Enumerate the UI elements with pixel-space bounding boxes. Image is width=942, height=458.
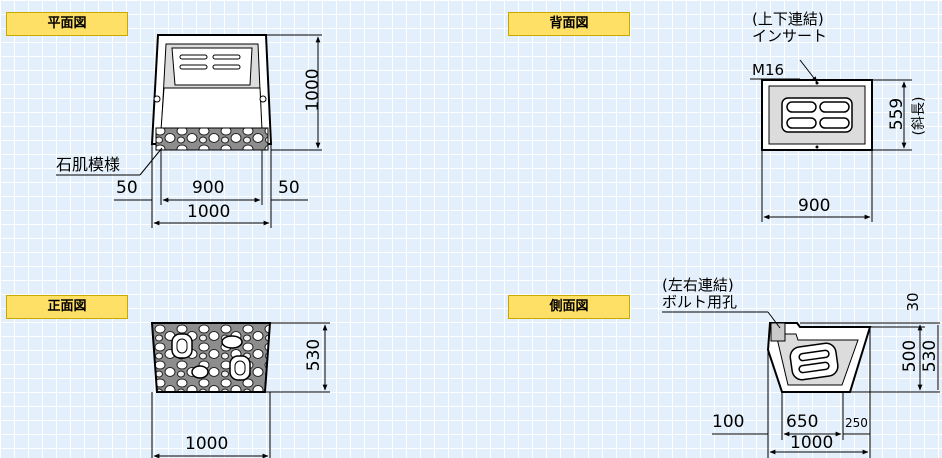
plan-view-drawing — [56, 34, 322, 228]
side-total-dim: 530 — [920, 339, 940, 373]
front-view-title: 正面図 — [6, 295, 128, 319]
side-view-title: 側面図 — [508, 295, 630, 319]
plan-texture-note: 石肌模様 — [56, 155, 121, 174]
side-top-dim: 30 — [904, 292, 922, 312]
plan-height-dim: 1000 — [303, 68, 323, 112]
plan-total-dim: 1000 — [187, 202, 231, 222]
plan-right-dim: 50 — [278, 178, 300, 198]
side-right-dim: 250 — [845, 416, 868, 430]
back-note-line2: インサート — [752, 27, 828, 45]
front-view-drawing — [150, 322, 330, 458]
side-note-line2: ボルト用孔 — [662, 293, 738, 311]
back-height-dim: 559 — [887, 97, 907, 131]
plan-view-title: 平面図 — [6, 12, 128, 36]
back-view-title: 背面図 — [508, 12, 630, 36]
plan-left-dim: 50 — [116, 178, 138, 198]
side-view-drawing — [662, 311, 940, 458]
back-height-note: (斜長) — [911, 96, 927, 136]
back-note-line3: M16 — [752, 61, 785, 79]
side-mid-dim: 500 — [900, 339, 920, 373]
side-left-dim: 100 — [712, 412, 745, 432]
plan-middle-dim: 900 — [192, 178, 225, 198]
front-height-dim: 530 — [304, 338, 324, 372]
back-note-line1: (上下連結) — [752, 10, 824, 28]
side-note-line1: (左右連結) — [662, 276, 734, 294]
front-width-dim: 1000 — [185, 434, 229, 454]
side-bottom-dim: 1000 — [790, 433, 834, 453]
side-middle-dim: 650 — [786, 412, 819, 432]
back-view-drawing — [750, 59, 912, 222]
back-width-dim: 900 — [798, 196, 831, 216]
